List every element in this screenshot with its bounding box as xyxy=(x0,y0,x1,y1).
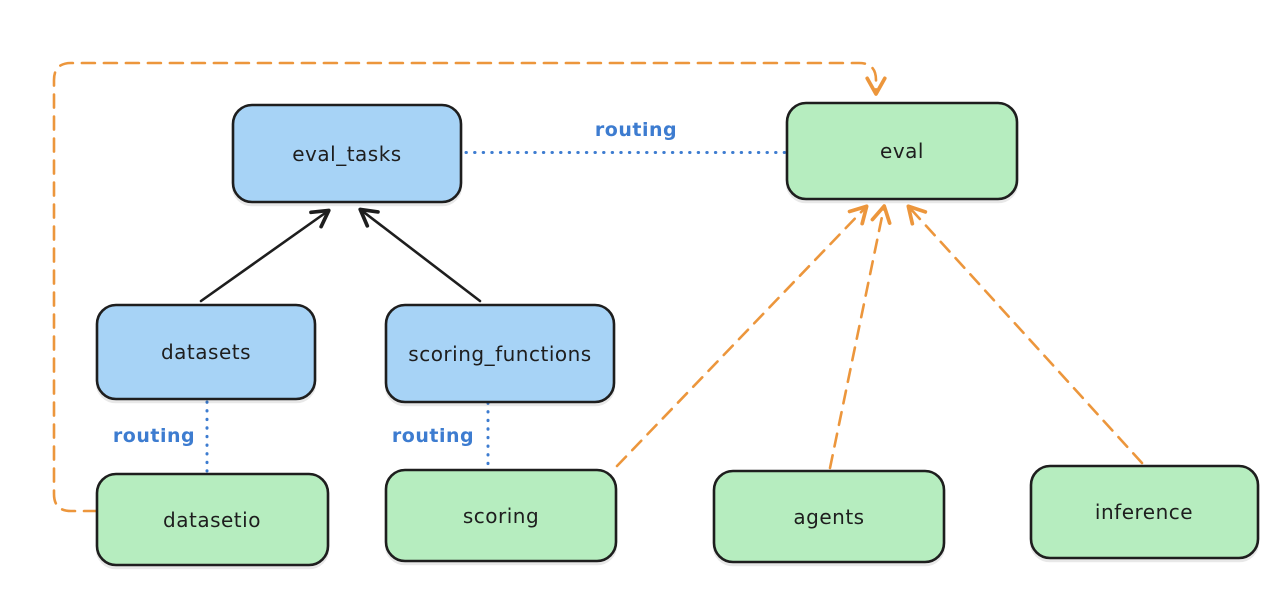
edge-inference-to-eval xyxy=(906,204,1144,465)
node-datasets-box xyxy=(95,303,317,401)
node-inference-label: inference xyxy=(1095,500,1193,524)
node-eval-label: eval xyxy=(880,139,924,163)
node-eval-box xyxy=(785,101,1019,201)
node-eval-tasks-label: eval_tasks xyxy=(292,142,401,166)
node-agents: agents xyxy=(712,469,946,564)
node-scoring-functions-box xyxy=(384,303,616,404)
node-inference-box xyxy=(1029,464,1260,560)
edge-scoring-functions-to-eval-tasks xyxy=(358,207,482,303)
routing-label-datasetio: routing xyxy=(113,425,195,447)
node-scoring-functions-label: scoring_functions xyxy=(408,342,591,366)
node-datasetio-label: datasetio xyxy=(163,508,261,532)
node-eval: eval xyxy=(785,101,1019,201)
node-scoring-label: scoring xyxy=(463,504,539,528)
node-agents-box xyxy=(712,469,946,564)
node-scoring: scoring xyxy=(384,468,618,563)
edge-agents-to-eval xyxy=(828,204,892,470)
edge-datasets-to-eval-tasks xyxy=(199,208,331,303)
node-datasetio: datasetio xyxy=(95,472,330,567)
edge-datasetio-to-eval xyxy=(52,61,887,513)
node-datasets: datasets xyxy=(95,303,317,401)
edge-scoring-to-eval xyxy=(615,204,869,468)
node-inference: inference xyxy=(1029,464,1260,560)
node-agents-label: agents xyxy=(793,505,864,529)
node-eval-tasks: eval_tasks xyxy=(231,103,463,204)
routing-label-scoring: routing xyxy=(392,425,474,447)
node-scoring-box xyxy=(384,468,618,563)
node-datasets-label: datasets xyxy=(161,340,251,364)
node-datasetio-box xyxy=(95,472,330,567)
node-eval-tasks-box xyxy=(231,103,463,204)
node-scoring-functions: scoring_functions xyxy=(384,303,616,404)
routing-label-top: routing xyxy=(595,119,677,141)
